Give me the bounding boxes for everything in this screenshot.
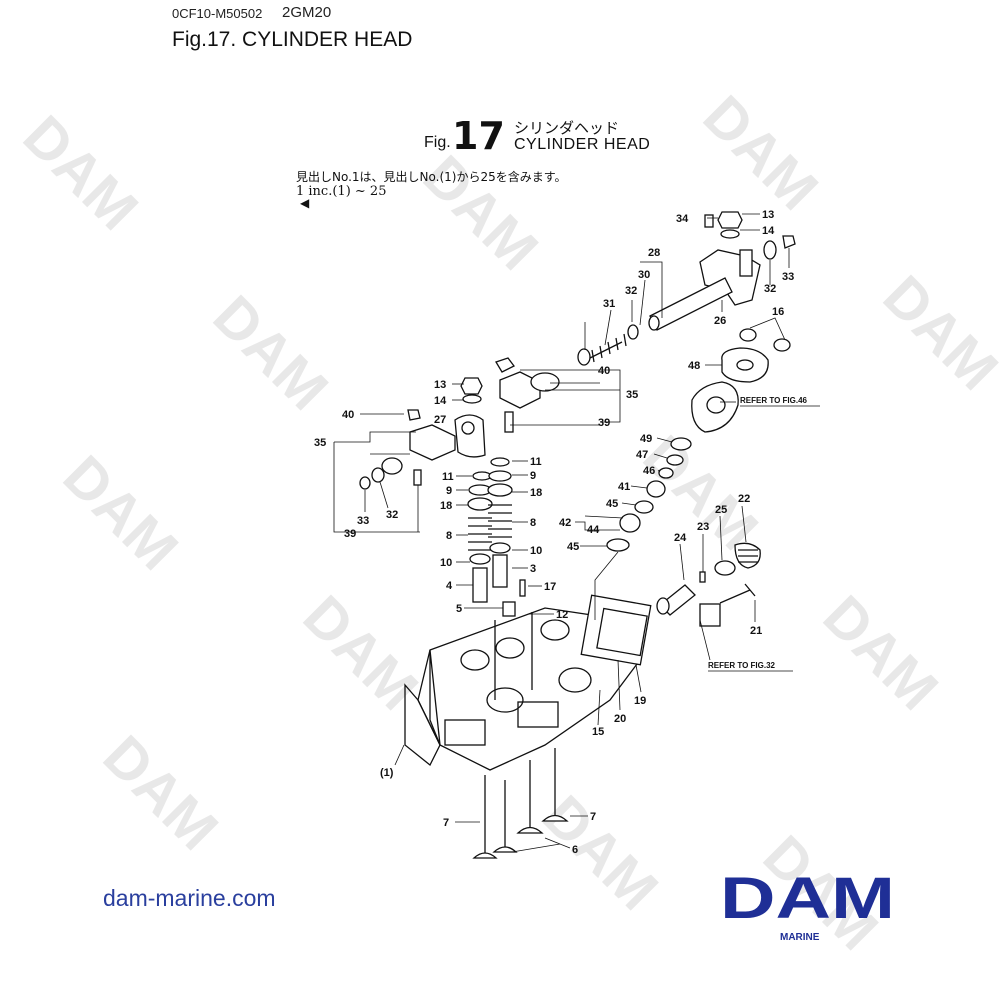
callout-label: 15 [592,726,604,738]
pointer-arrow-icon: ◀ [300,196,310,210]
valves [472,748,569,859]
callout-label: 32 [386,509,398,521]
inclusion-note-english: 1 inc.(1) ~ 25 [296,184,387,199]
callout-label: 13 [434,379,446,391]
callout-label: 45 [606,498,618,510]
callout-label: 39 [344,528,356,540]
callout-label: 18 [440,500,452,512]
refer-fig32-label: REFER TO FIG.32 [708,661,776,670]
valve-train-parts [467,457,526,617]
callout-label: 17 [544,581,556,593]
logo-text: DAM [720,866,895,931]
figure-title-english: CYLINDER HEAD [514,136,651,153]
callout-label: 9 [446,485,452,497]
callout-label: (1) [380,767,394,779]
callout-label: 21 [750,625,762,637]
watermark-text: DAM [811,583,950,722]
callout-label: 39 [598,417,610,429]
callout-label: 32 [625,285,637,297]
callout-label: 45 [567,541,579,553]
callout-label: 8 [530,517,536,529]
callout-label: 14 [762,225,775,237]
watermark-text: DAM [91,723,230,862]
callout-label: 22 [738,493,750,505]
callout-label: 32 [764,283,776,295]
figure-word: Fig. [424,134,451,151]
callout-label: 48 [688,360,700,372]
callout-label: 33 [782,271,794,283]
reference-notes: REFER TO FIG.46 REFER TO FIG.32 [708,396,820,672]
rocker-shaft-assembly [577,211,796,552]
callout-label: 25 [715,504,727,516]
callout-label: 9 [530,470,536,482]
watermark-text: DAM [11,103,150,242]
callout-label: 8 [446,530,452,542]
callout-label: 13 [762,209,774,221]
callout-label: 12 [556,609,568,621]
callout-label: 14 [434,395,447,407]
figure-title-japanese: シリンダヘッド [514,120,620,137]
callout-labels: 34 13 14 33 28 30 32 31 32 26 16 48 40 1… [314,209,794,856]
callout-label: 16 [772,306,784,318]
callout-label: 30 [638,269,650,281]
dam-marine-logo: DAM MARINE [720,866,895,943]
callout-label: 35 [626,389,638,401]
website-link[interactable]: dam-marine.com [103,885,276,911]
callout-label: 31 [603,298,615,310]
callout-label: 40 [342,409,354,421]
logo-subtext: MARINE [780,932,820,943]
callout-label: 7 [590,811,596,823]
page-title: Fig.17. CYLINDER HEAD [172,28,413,51]
callout-label: 49 [640,433,652,445]
callout-label: 11 [442,471,454,483]
engine-model: 2GM20 [282,4,332,21]
callout-label: 33 [357,515,369,527]
callout-label: 23 [697,521,709,533]
callout-label: 41 [618,481,630,493]
callout-label: 44 [587,524,600,536]
callout-label: 28 [648,247,660,259]
inclusion-note-japanese: 見出しNo.1は、見出しNo.(1)から25を含みます。 [296,170,567,184]
callout-label: 7 [443,817,449,829]
figure-number: 17 [452,114,505,158]
callout-label: 40 [598,365,610,377]
callout-label: 27 [434,414,446,426]
watermark-text: DAM [691,83,830,222]
document-code: 0CF10-M50502 [172,6,263,21]
leader-lines [333,213,790,853]
callout-label: 46 [643,465,655,477]
watermark-text: DAM [531,783,670,922]
callout-label: 35 [314,437,326,449]
watermark-text: DAM [871,263,1000,402]
callout-label: 6 [572,844,578,856]
callout-label: 3 [530,563,536,575]
callout-label: 10 [440,557,452,569]
callout-label: 24 [674,532,687,544]
callout-label: 20 [614,713,626,725]
callout-label: 34 [676,213,689,225]
rocker-arm-assembly [359,357,560,490]
refer-fig46-label: REFER TO FIG.46 [740,396,808,405]
callout-label: 5 [456,603,462,615]
callout-label: 11 [530,456,542,468]
watermark-text: DAM [201,283,340,422]
cylinder-head [404,542,761,771]
callout-label: 42 [559,517,571,529]
callout-label: 18 [530,487,542,499]
callout-label: 10 [530,545,542,557]
callout-label: 4 [446,580,453,592]
watermark-text: DAM [51,443,190,582]
watermark-text: DAM [291,583,430,722]
callout-label: 47 [636,449,648,461]
watermark-text: DAM [411,143,550,282]
callout-label: 19 [634,695,646,707]
callout-label: 26 [714,315,726,327]
